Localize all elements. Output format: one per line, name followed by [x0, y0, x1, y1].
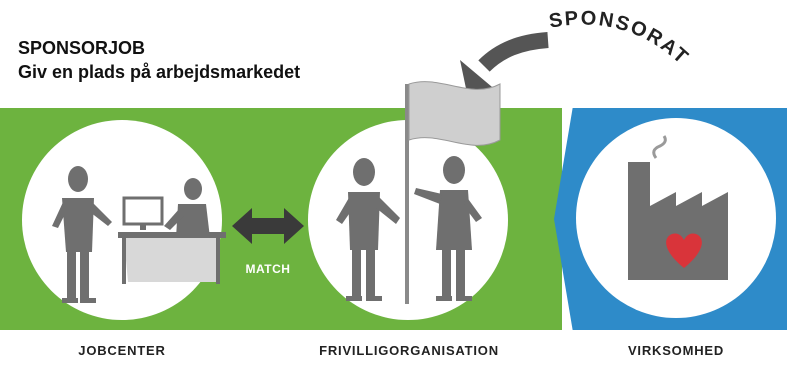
- section-label-organisation: FRIVILLIGORGANISATION: [319, 343, 499, 358]
- section-label-jobcenter: JOBCENTER: [78, 343, 166, 358]
- page-title: SPONSORJOB: [18, 38, 146, 58]
- page-title-block: SPONSORJOB Giv en plads på arbejdsmarked…: [18, 36, 300, 84]
- heart-icon: [666, 233, 702, 268]
- person-icon: [336, 158, 400, 301]
- section-label-company: VIRKSOMHED: [627, 343, 725, 358]
- person-icon: [52, 166, 112, 303]
- sponsorat-label: SPONSORAT: [547, 7, 693, 69]
- page-subtitle: Giv en plads på arbejdsmarkedet: [18, 62, 301, 82]
- person-icon: [414, 156, 482, 301]
- flag-icon: [405, 81, 501, 304]
- company-scene: [628, 135, 728, 280]
- double-arrow-icon: [232, 208, 304, 244]
- computer-desk-icon: [118, 196, 226, 284]
- jobcenter-scene: [52, 166, 226, 303]
- person-icon: [164, 178, 210, 238]
- match-label: MATCH: [245, 262, 291, 276]
- organisation-scene: [336, 81, 501, 304]
